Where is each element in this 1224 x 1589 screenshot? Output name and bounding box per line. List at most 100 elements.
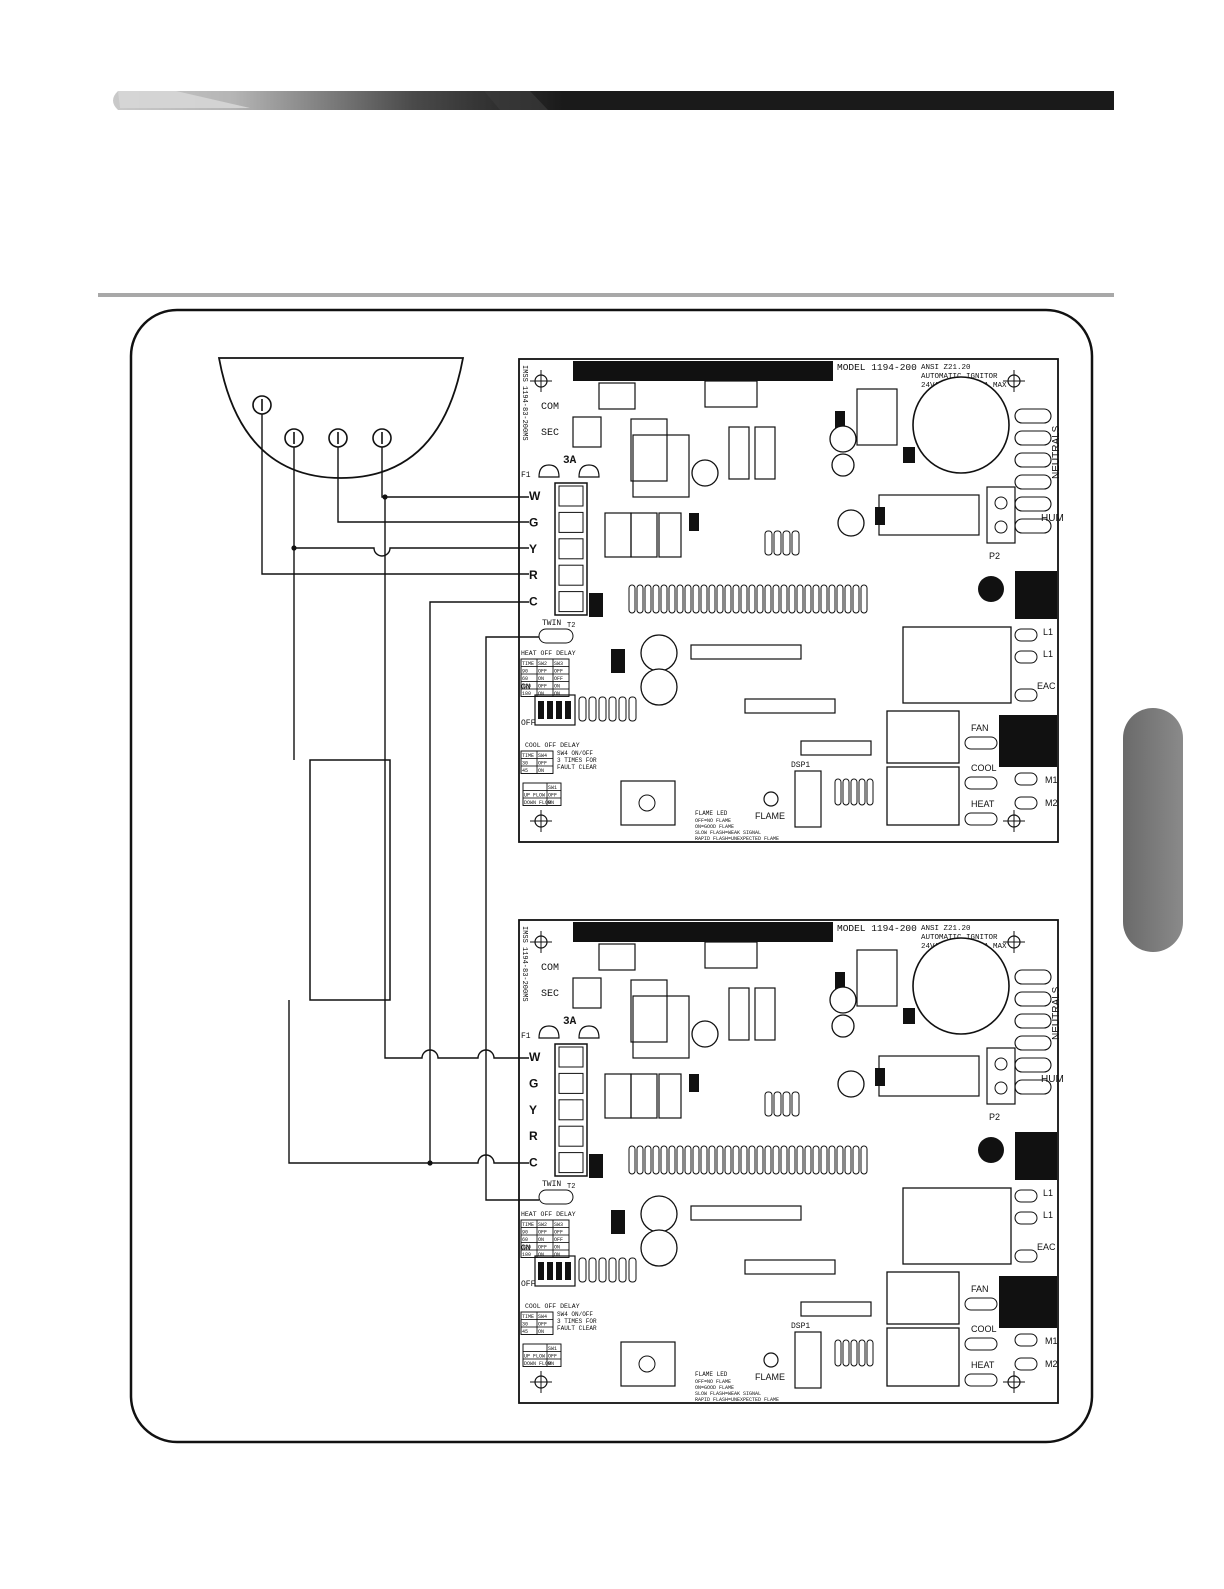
label-flame: FLAME — [755, 811, 785, 821]
terminal-g: G — [529, 515, 538, 529]
dip-toggle — [547, 1262, 553, 1280]
sw4-note: SW4 ON/OFF — [557, 1311, 593, 1318]
board-ansi: ANSI Z21.20 — [921, 364, 971, 372]
label-off: OFF — [521, 719, 536, 728]
resistor — [842, 1339, 850, 1367]
table-text: OFF — [554, 676, 563, 682]
label-fuse: F1 — [521, 471, 531, 480]
flame-led-item: RAPID FLASH=UNEXPECTED FLAME — [695, 836, 779, 842]
resistor — [724, 1145, 732, 1175]
table-text: OFF — [554, 1230, 563, 1236]
resistor — [842, 778, 850, 806]
transformer-box — [309, 759, 391, 1001]
resistor — [684, 584, 692, 614]
diode — [689, 513, 699, 531]
table-text: OFF — [554, 1237, 563, 1243]
label-heat: HEAT — [971, 1360, 995, 1370]
table-text: ON — [538, 1252, 544, 1258]
flame-led-item: SLOW FLASH=WEAK SIGNAL — [695, 830, 761, 836]
ic — [690, 1205, 802, 1221]
table-text: 90 — [522, 1230, 528, 1236]
relay-heat — [886, 1327, 960, 1387]
table-text: ON — [538, 1237, 544, 1243]
label-strip — [573, 922, 833, 942]
fuse-clip — [578, 1025, 600, 1039]
resistor — [858, 1339, 866, 1367]
table-text: SW4 — [538, 753, 547, 759]
resistor — [636, 584, 644, 614]
label-m1: M1 — [1045, 775, 1058, 785]
relay-heat — [886, 766, 960, 826]
terminal-y: Y — [529, 542, 537, 556]
resistor — [834, 1339, 842, 1367]
capacitor — [831, 1014, 855, 1038]
resistor — [828, 584, 836, 614]
table-text: ON — [538, 676, 544, 682]
table-text: OFF — [538, 684, 547, 690]
capacitor — [640, 668, 678, 706]
dip-toggle — [538, 701, 544, 719]
dip-toggle — [556, 1262, 562, 1280]
board-model: MODEL 1194-200 — [837, 362, 917, 373]
transformer-t1 — [912, 376, 1010, 474]
diode — [903, 447, 915, 463]
resistor — [844, 1145, 852, 1175]
table-text: ON — [554, 1245, 560, 1251]
resistor — [716, 584, 724, 614]
table-text: OFF — [548, 1354, 557, 1360]
neutral-terminal — [1014, 408, 1052, 424]
label-l1-a: L1 — [1043, 627, 1053, 637]
junction-dot — [427, 1160, 433, 1166]
table-text: ON — [538, 691, 544, 697]
capacitor — [829, 425, 857, 453]
relay-l1 — [902, 1187, 1012, 1265]
relay — [598, 943, 636, 971]
wire-twin — [485, 636, 539, 1201]
flame-led-item: ON=GOOD FLAME — [695, 824, 734, 830]
table-border — [522, 1343, 562, 1367]
table-border — [520, 658, 570, 697]
table-text: SW1 — [548, 785, 557, 791]
seven-segment-display — [794, 1331, 822, 1389]
terminal — [1014, 1249, 1038, 1263]
resistor — [812, 584, 820, 614]
wire-c-2 — [288, 1000, 529, 1164]
resistor — [740, 584, 748, 614]
terminal-w: W — [529, 489, 541, 503]
diode — [875, 1068, 885, 1086]
etl-logo — [978, 576, 1004, 602]
resistor — [820, 1145, 828, 1175]
terminal — [1014, 628, 1038, 642]
resistor — [756, 1145, 764, 1175]
label-off: OFF — [521, 1280, 536, 1289]
terminal-screw — [558, 1099, 584, 1121]
resistor — [724, 584, 732, 614]
fuse-clip — [538, 1025, 560, 1039]
resistor — [764, 530, 773, 556]
terminal-r: R — [529, 1129, 538, 1143]
label-eac: EAC — [1037, 681, 1056, 691]
flame-led-item: SLOW FLASH=WEAK SIGNAL — [695, 1391, 761, 1397]
wire-c-1 — [429, 601, 529, 1163]
sw4-note: 3 TIMES FOR — [557, 1318, 597, 1325]
table-text: 60 — [522, 1237, 528, 1243]
label-l1-a: L1 — [1043, 1188, 1053, 1198]
section-divider — [98, 293, 1114, 297]
resistor — [628, 1257, 637, 1283]
dip-toggle — [565, 701, 571, 719]
wire-y-1 — [293, 447, 529, 557]
table-text: SW2 — [538, 1222, 547, 1228]
terminal — [1014, 1333, 1038, 1347]
label-fuse: F1 — [521, 1032, 531, 1041]
resistor — [780, 1145, 788, 1175]
terminal-y: Y — [529, 1103, 537, 1117]
label-m2: M2 — [1045, 798, 1058, 808]
diode — [589, 593, 603, 617]
dip-switch — [534, 1255, 576, 1287]
potentiometer — [620, 780, 676, 826]
label-on: ON — [521, 1244, 531, 1253]
relay — [630, 979, 668, 1043]
